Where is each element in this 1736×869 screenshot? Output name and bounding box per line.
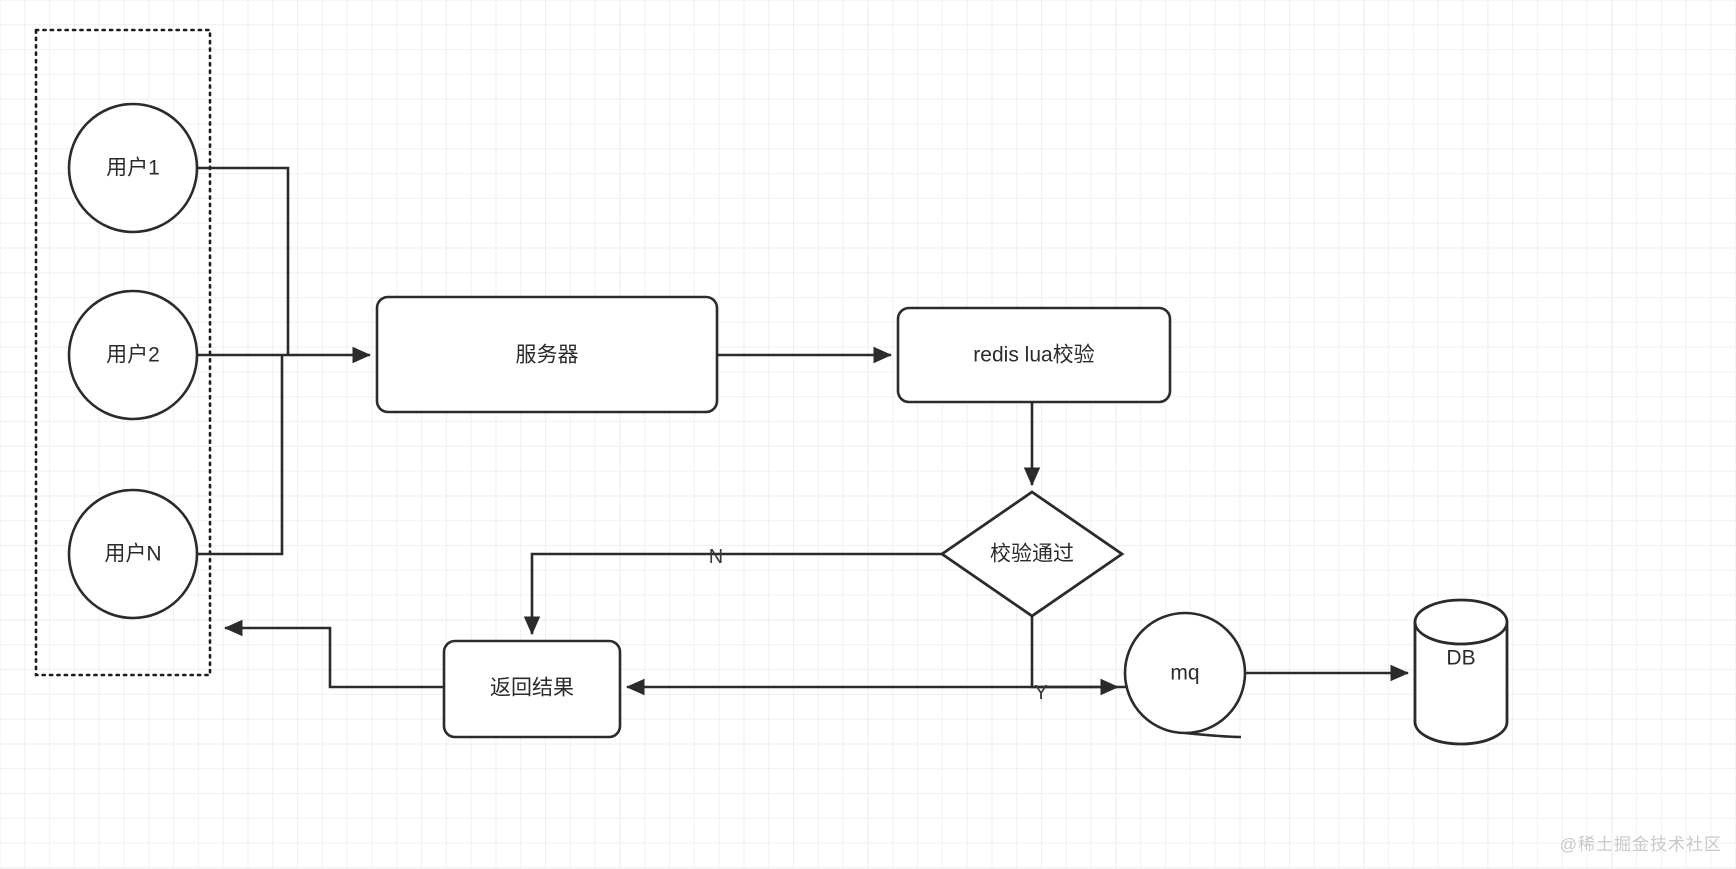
edge-label-y: Y xyxy=(1034,682,1048,704)
edge-check-mq-y xyxy=(1030,616,1120,696)
node-db-top xyxy=(1413,598,1509,646)
node-redis[interactable] xyxy=(896,306,1172,404)
user-group-box xyxy=(34,28,212,677)
node-server[interactable] xyxy=(375,295,719,414)
node-user1[interactable] xyxy=(67,102,199,234)
node-check[interactable] xyxy=(939,490,1125,618)
node-mq[interactable] xyxy=(1123,611,1247,735)
node-result[interactable] xyxy=(442,639,622,739)
watermark: @稀土掘金技术社区 xyxy=(1559,835,1722,854)
node-db-body[interactable] xyxy=(1413,622,1509,746)
edge-result-users xyxy=(223,619,444,689)
edge-check-result-n xyxy=(523,552,942,636)
node-mq-tail xyxy=(1184,731,1242,739)
edge-label-n: N xyxy=(708,546,724,568)
node-user2[interactable] xyxy=(67,289,199,421)
edge-userN-server xyxy=(197,355,284,556)
edge-user1-server xyxy=(197,166,290,355)
node-userN[interactable] xyxy=(67,488,199,620)
